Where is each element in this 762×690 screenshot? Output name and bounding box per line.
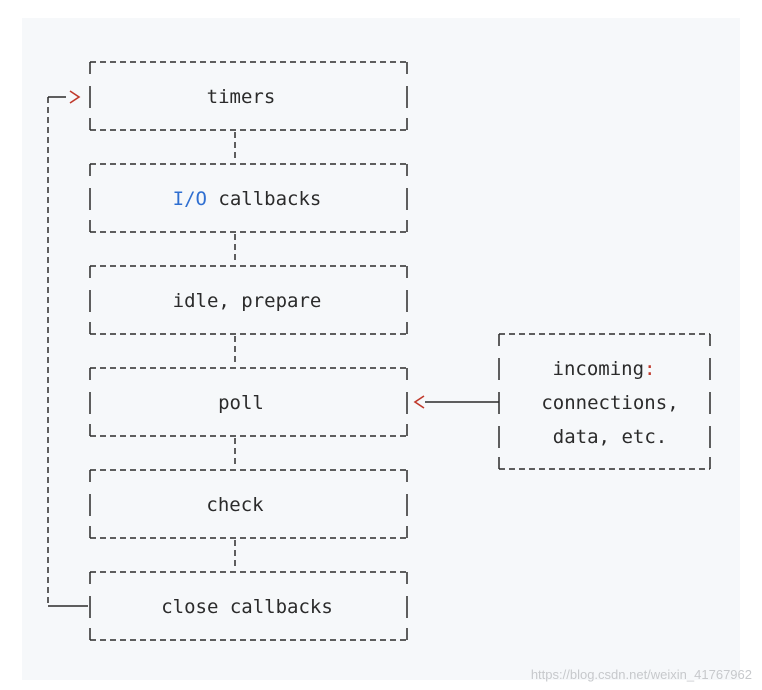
- phase-box-close-callbacks: [89, 571, 408, 641]
- incoming-label-line1: incoming:: [553, 357, 656, 381]
- phase-box-io-callbacks: [89, 163, 408, 233]
- incoming-label-line2: connections,: [541, 392, 679, 414]
- phase-label-close-callbacks: close callbacks: [161, 596, 333, 618]
- arrow-head-icon: [69, 90, 81, 104]
- phase-label-poll: poll: [218, 392, 264, 414]
- io-suffix: callbacks: [206, 188, 322, 210]
- incoming-label-line3: data, etc.: [552, 426, 668, 448]
- diagram-panel: [22, 18, 740, 680]
- watermark: https://blog.csdn.net/weixin_41767962: [530, 667, 752, 682]
- arrow-head-icon: [413, 395, 425, 409]
- incoming-colon: :: [644, 358, 656, 380]
- phase-label-timers: timers: [206, 86, 276, 108]
- incoming-to-poll-arrow: [413, 395, 499, 409]
- loop-back-arrow: [47, 90, 88, 607]
- phase-label-idle-prepare: idle, prepare: [172, 290, 322, 312]
- phase-box-idle-prepare: [89, 265, 408, 335]
- incoming-word: incoming: [552, 358, 645, 380]
- incoming-box: [498, 333, 711, 470]
- phase-box-check: [89, 469, 408, 539]
- phase-label-check: check: [206, 494, 264, 516]
- phase-box-poll: [89, 367, 408, 437]
- phase-label-io-callbacks: I/O callbacks: [173, 187, 322, 211]
- io-prefix: I/O: [172, 188, 207, 210]
- phase-box-timers: [89, 61, 408, 131]
